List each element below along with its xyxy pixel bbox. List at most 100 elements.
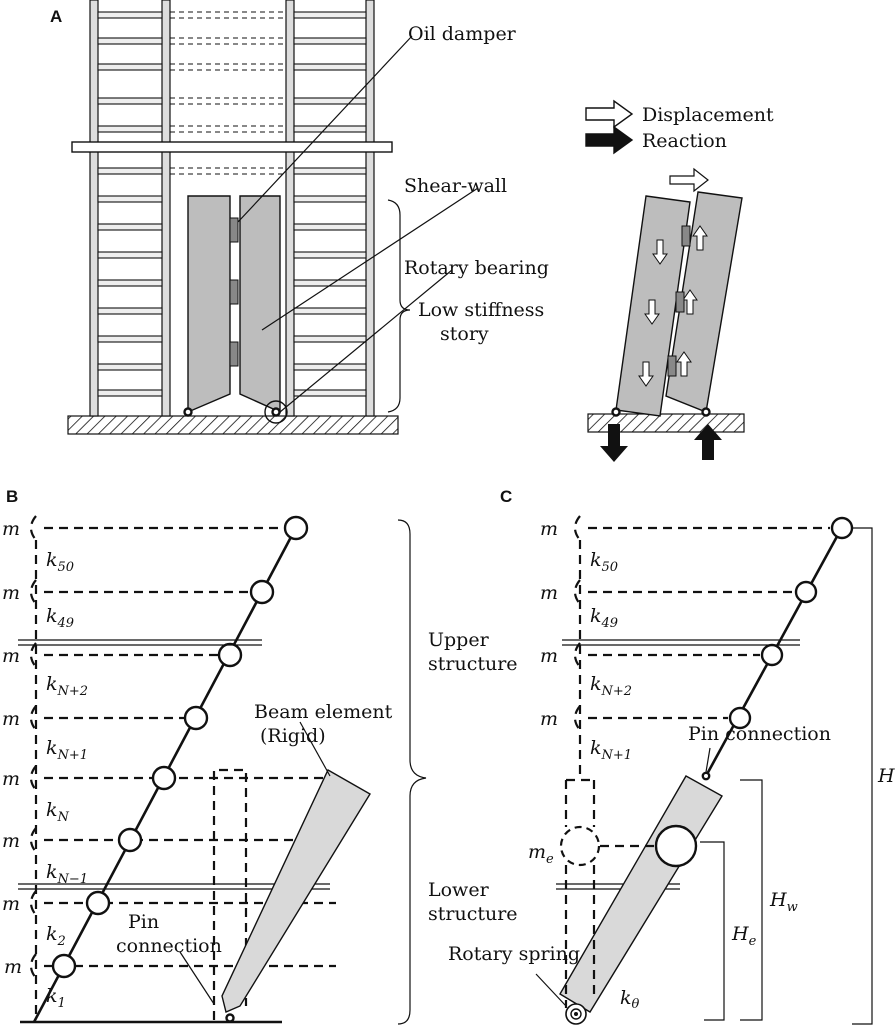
mass-level-c-3: m (540, 642, 784, 668)
h-total-label: H (877, 765, 895, 787)
mass-label: m (2, 582, 20, 604)
panel-a: A Oil damper Shear-wall Rot (50, 0, 774, 462)
pin-label-1: Pin (128, 911, 159, 933)
mass-level-b-6: m (2, 827, 336, 853)
beam-element-c (559, 775, 723, 1013)
k-theta-label: kθ (620, 987, 640, 1012)
rotary-spring-label: Rotary spring (448, 943, 580, 965)
oil-damper-label: Oil damper (408, 23, 517, 45)
stiffness-label-b-8: k1 (46, 985, 66, 1011)
mass-level-b-2: m (2, 579, 275, 605)
floor-8 (97, 223, 367, 231)
inset-arrow-up-5 (676, 351, 692, 377)
mass-node (728, 706, 752, 730)
floor-4 (97, 97, 367, 105)
me-label: me (528, 841, 554, 867)
mass-node (249, 579, 275, 605)
floor-6 (97, 167, 367, 175)
legend-reaction-label: Reaction (642, 130, 727, 152)
mass-label: m (2, 768, 20, 790)
floor-14 (97, 389, 367, 397)
inset-arrow-up-1 (692, 225, 708, 251)
hw-label: Hw (769, 889, 798, 915)
reaction-arrow-icon (585, 125, 634, 155)
dashed-frame-b (212, 768, 248, 1020)
beam-element-label-2: (Rigid) (260, 725, 326, 747)
oil-damper-2 (229, 279, 239, 305)
low-stiffness-label-2: story (440, 323, 489, 345)
inset-damper-7 (675, 291, 685, 313)
pin-label-2: connection (116, 935, 222, 957)
shear-wall-left (187, 195, 231, 414)
lower-structure-label-1: Lower (428, 879, 490, 901)
inset-arrow-down-2 (644, 299, 660, 325)
inset-damper-8 (667, 355, 677, 377)
low-stiffness-label-1: Low stiffness (418, 299, 544, 321)
stiffness-label-c-1: k50 (590, 549, 618, 575)
mass-label: m (2, 645, 20, 667)
stiffness-label-c-4: kN+1 (590, 737, 632, 763)
stiffness-label-b-6: kN−1 (46, 861, 88, 887)
inset-arrow-down-4 (638, 361, 654, 387)
displacement-arrow-icon (585, 99, 634, 129)
mass-label: m (2, 708, 20, 730)
beam-element-label-1: Beam element (254, 701, 393, 723)
upper-structure-label-2: structure (428, 653, 518, 675)
floor-3 (97, 63, 367, 71)
oil-damper-1 (229, 217, 239, 243)
reaction-up-arrow (694, 424, 722, 460)
mass-level-b-5: m (2, 765, 336, 791)
mass-label: m (540, 645, 558, 667)
mass-level-b-4: m (2, 705, 209, 731)
mass-label: m (540, 582, 558, 604)
mass-level-b-8: m (4, 953, 336, 979)
stiffness-label-c-2: k49 (590, 605, 618, 631)
panel-b-label: B (6, 487, 18, 506)
mass-label: m (540, 518, 558, 540)
mass-level-b-3: m (2, 642, 243, 668)
mass-level-c-1: m (540, 515, 854, 541)
legend-displacement-label: Displacement (642, 104, 774, 126)
floor-9 (97, 251, 367, 259)
building-frame (71, 0, 393, 417)
mass-label: m (2, 518, 20, 540)
shear-wall-label: Shear-wall (404, 175, 507, 197)
mass-level-c-2: m (540, 579, 818, 605)
stiffness-label-b-7: k2 (46, 923, 66, 949)
mass-node (51, 953, 77, 979)
inset-arrow-up-3 (682, 289, 698, 315)
stiffness-label-b-3: kN+2 (46, 673, 88, 699)
floor-2 (97, 37, 367, 45)
mass-node (830, 516, 854, 540)
effective-mass-node (654, 824, 698, 868)
mass-node (117, 827, 143, 853)
floor-11 (97, 307, 367, 315)
mass-node (794, 580, 818, 604)
mass-node (760, 643, 784, 667)
inset-damper-6 (681, 225, 691, 247)
stiffness-label-b-4: kN+1 (46, 737, 88, 763)
mass-level-b-1: m (2, 515, 309, 541)
rotary-bearing-circle (264, 400, 288, 424)
mass-level-c-4: m (540, 705, 752, 731)
stiffness-label-c-3: kN+2 (590, 673, 632, 699)
lower-structure-label-2: structure (428, 903, 518, 925)
mass-node (151, 765, 177, 791)
stiffness-label-b-5: kN (46, 799, 70, 825)
mass-label: m (540, 708, 558, 730)
beam-element-b (221, 769, 371, 1013)
rotary-bearing-label: Rotary bearing (404, 257, 549, 279)
panel-a-label: A (50, 7, 62, 26)
mass-node (217, 642, 243, 668)
panel-c-label: C (500, 487, 512, 506)
stiffness-label-b-1: k50 (46, 549, 74, 575)
oil-damper-3 (229, 341, 239, 367)
mass-node (283, 515, 309, 541)
floor-7 (97, 195, 367, 203)
me-dashed-mass (559, 825, 601, 867)
he-label: He (731, 923, 757, 949)
inset-arrow-down-0 (652, 239, 668, 265)
